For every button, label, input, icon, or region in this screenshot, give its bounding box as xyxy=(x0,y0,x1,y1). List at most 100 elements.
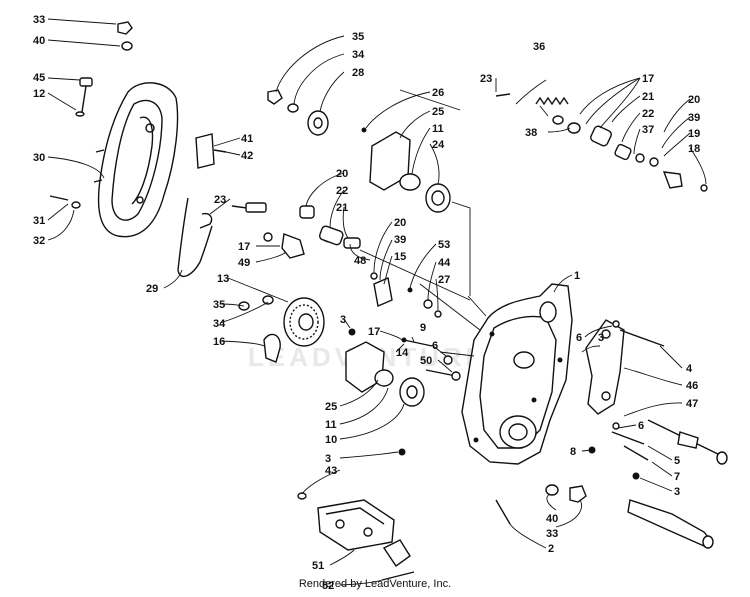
callout-43: 43 xyxy=(325,465,337,477)
callout-5: 5 xyxy=(674,455,680,467)
callout-6: 6 xyxy=(638,420,644,432)
callout-11: 11 xyxy=(432,123,444,135)
callout-13: 13 xyxy=(217,273,229,285)
callout-19: 19 xyxy=(688,128,700,140)
cable-part[interactable] xyxy=(177,197,213,278)
callout-33: 33 xyxy=(33,14,45,26)
callout-48: 48 xyxy=(354,255,366,267)
callout-35: 35 xyxy=(352,31,364,43)
callout-22: 22 xyxy=(336,185,348,197)
callout-16: 16 xyxy=(213,336,225,348)
callout-46: 46 xyxy=(686,380,698,392)
callout-17: 17 xyxy=(238,241,250,253)
callout-6: 6 xyxy=(576,332,582,344)
callout-39: 39 xyxy=(394,234,406,246)
callout-41: 41 xyxy=(241,133,253,145)
callout-44: 44 xyxy=(438,257,451,269)
bolt-part[interactable] xyxy=(381,571,415,581)
callout-40: 40 xyxy=(546,513,558,525)
shaft-part[interactable] xyxy=(647,419,728,465)
bearing-housing-part[interactable] xyxy=(361,127,451,213)
drain-plug-part[interactable] xyxy=(545,484,587,503)
callout-29: 29 xyxy=(146,283,158,295)
callout-24: 24 xyxy=(432,139,445,151)
nut-part[interactable] xyxy=(348,328,356,336)
callout-34: 34 xyxy=(213,318,226,330)
chaincase-cover-part[interactable] xyxy=(93,82,179,238)
nut-part[interactable] xyxy=(398,448,406,456)
oil-pump-part[interactable] xyxy=(317,499,411,567)
bolt-part[interactable] xyxy=(117,21,133,51)
callout-21: 21 xyxy=(642,91,654,103)
callout-4: 4 xyxy=(686,363,693,375)
callout-39: 39 xyxy=(688,112,700,124)
callout-9: 9 xyxy=(420,322,426,334)
callout-27: 27 xyxy=(438,274,450,286)
callout-45: 45 xyxy=(33,72,45,84)
main-gearcase-part[interactable] xyxy=(461,283,573,465)
callout-14: 14 xyxy=(396,347,409,359)
callout-42: 42 xyxy=(241,150,253,162)
arm-part[interactable] xyxy=(552,115,708,192)
dipstick-part[interactable] xyxy=(75,77,93,117)
tensioner-part[interactable] xyxy=(231,202,361,259)
callout-51: 51 xyxy=(312,560,324,572)
lower-bearing-part[interactable] xyxy=(345,341,425,407)
washer-part[interactable] xyxy=(297,492,307,500)
shaft-part[interactable] xyxy=(627,499,714,549)
callout-20: 20 xyxy=(394,217,406,229)
washer-part[interactable] xyxy=(238,295,274,311)
callout-25: 25 xyxy=(432,106,444,118)
small-parts[interactable] xyxy=(407,287,442,318)
callout-7: 7 xyxy=(674,471,680,483)
callout-22: 22 xyxy=(642,108,654,120)
plate-part[interactable] xyxy=(195,133,227,169)
bolt-part[interactable] xyxy=(401,337,461,381)
callout-31: 31 xyxy=(33,215,45,227)
spring-part[interactable] xyxy=(495,93,569,117)
callout-53: 53 xyxy=(438,239,450,251)
credit-text: Rendered by LeadVenture, Inc. xyxy=(298,578,452,590)
callout-50: 50 xyxy=(420,355,432,367)
callout-17: 17 xyxy=(368,326,380,338)
screw-part[interactable] xyxy=(49,195,81,209)
lever-part[interactable] xyxy=(370,272,393,307)
callout-36: 36 xyxy=(533,41,545,53)
callout-23: 23 xyxy=(480,73,492,85)
callout-18: 18 xyxy=(688,143,700,155)
callout-3: 3 xyxy=(325,453,331,465)
callout-17: 17 xyxy=(642,73,654,85)
callout-23: 23 xyxy=(214,194,226,206)
callout-52: 52 xyxy=(322,580,334,592)
callout-15: 15 xyxy=(394,251,406,263)
callout-30: 30 xyxy=(33,152,45,164)
callout-11: 11 xyxy=(325,419,337,431)
callout-26: 26 xyxy=(432,87,444,99)
driven-sprocket-part[interactable] xyxy=(283,297,325,347)
callout-6: 6 xyxy=(432,340,438,352)
callout-33: 33 xyxy=(546,528,558,540)
callout-49: 49 xyxy=(238,257,250,269)
callout-34: 34 xyxy=(352,49,365,61)
callout-1: 1 xyxy=(574,270,580,282)
bolt-part[interactable] xyxy=(495,499,511,525)
callout-35: 35 xyxy=(213,299,225,311)
callout-38: 38 xyxy=(525,127,537,139)
callout-21: 21 xyxy=(336,202,348,214)
callout-labels: 33 40 45 12 30 31 32 29 41 42 23 35 34 2… xyxy=(33,14,700,592)
callout-3: 3 xyxy=(340,314,346,326)
pin-part[interactable] xyxy=(199,212,213,229)
bracket-part[interactable] xyxy=(585,319,625,415)
callout-20: 20 xyxy=(336,168,348,180)
chain-guide-part[interactable] xyxy=(263,333,281,363)
washer-part[interactable] xyxy=(267,89,299,113)
sprocket-part[interactable] xyxy=(307,110,329,136)
callout-10: 10 xyxy=(325,434,337,446)
callout-12: 12 xyxy=(33,88,45,100)
callout-47: 47 xyxy=(686,398,698,410)
leader-lines xyxy=(47,18,707,586)
callout-3: 3 xyxy=(674,486,680,498)
callout-2: 2 xyxy=(548,543,554,555)
callout-40: 40 xyxy=(33,35,45,47)
